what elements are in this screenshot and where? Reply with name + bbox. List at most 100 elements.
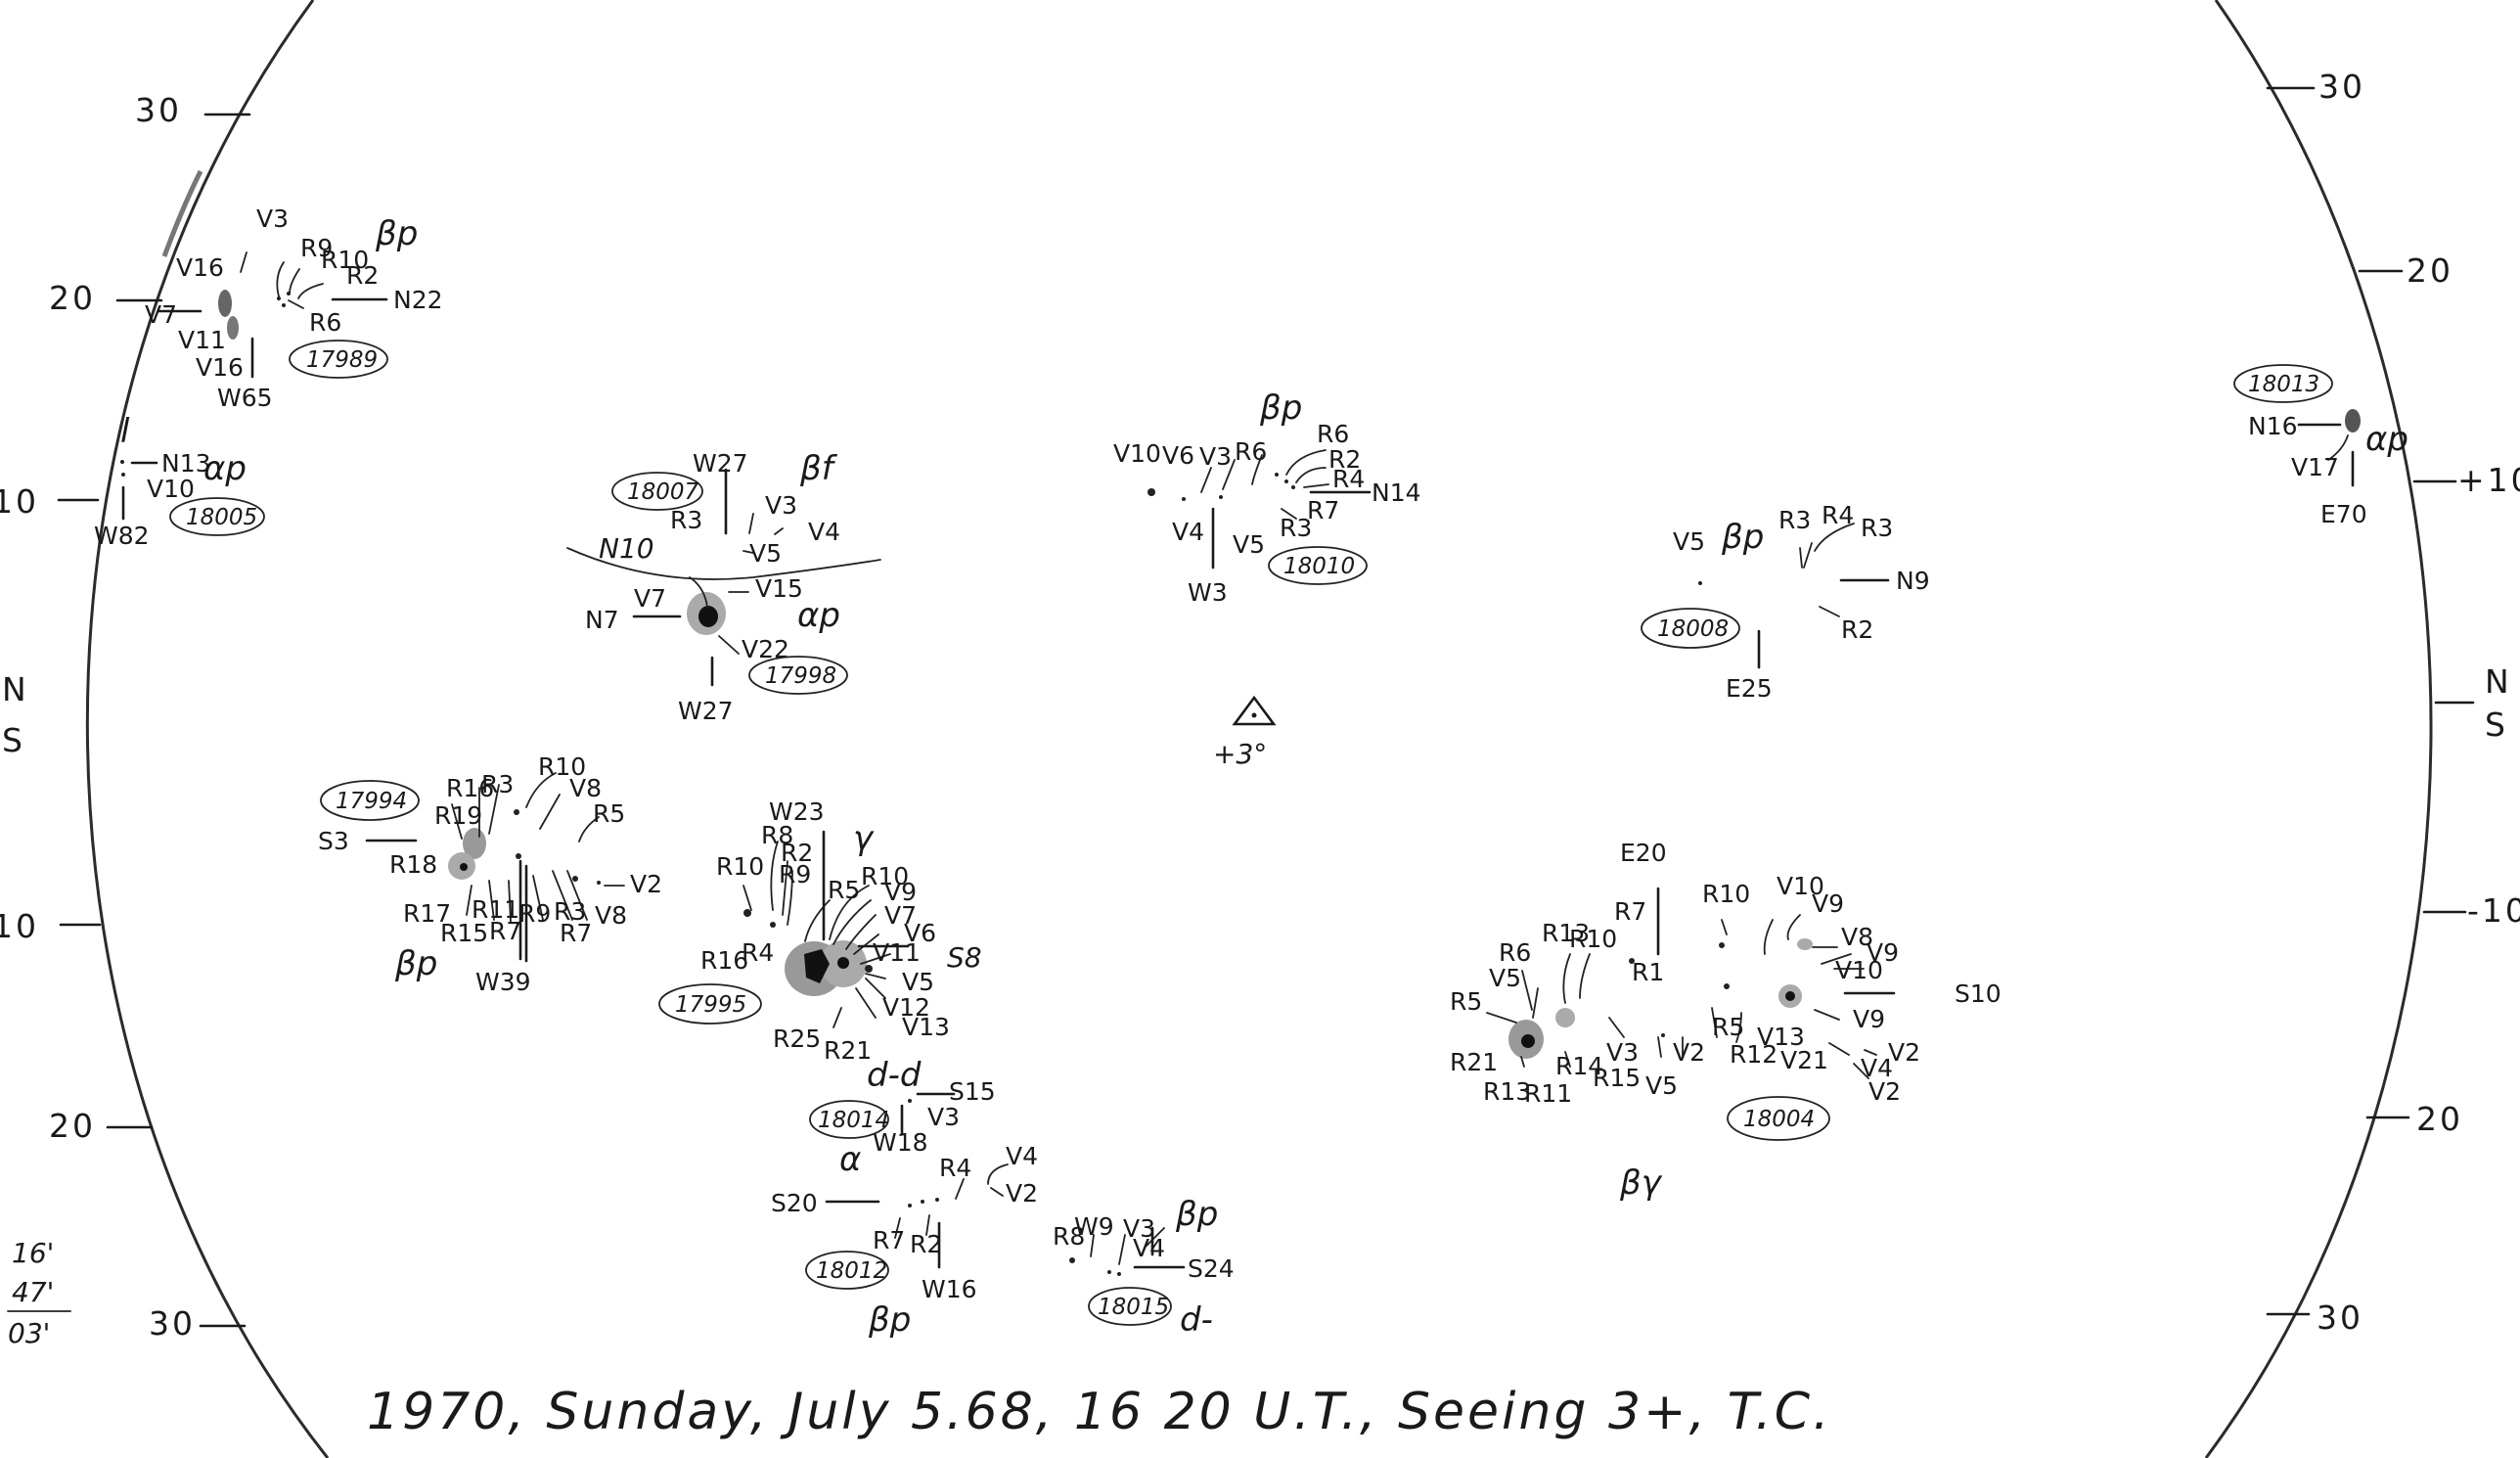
spot-v5: V5 (1673, 527, 1705, 556)
spot-v2: V2 (630, 870, 662, 898)
spot-r13: R13 (1542, 919, 1590, 947)
region-latitude: S10 (1955, 980, 2002, 1008)
region-18014: d-d S15 V3 W18 α 18014 (809, 1056, 996, 1179)
right-tick-30-south: 30 (2317, 1299, 2363, 1337)
region-longitude: W16 (922, 1275, 977, 1303)
region-18010: V10 V6 V3 R6 R6 R2 R4 R7 R3 V4 V5 βp N14… (1113, 388, 1421, 607)
region-number: 18014 (818, 1108, 889, 1133)
region-longitude: W18 (873, 1128, 928, 1157)
region-latitude: N13 (161, 449, 211, 478)
corner-angle-1: 16' (12, 1237, 54, 1269)
region-class: βp (1175, 1195, 1218, 1234)
right-side-label-n: N (2485, 662, 2512, 701)
spot-r6-b: R6 (1317, 420, 1349, 448)
left-tick-20-north: 20 (49, 279, 96, 317)
spot-r10-b: R10 (1569, 925, 1617, 953)
region-17994: 17994 S3 R16 R3 R10 V8 R19 R5 R18 V2 R17… (318, 752, 662, 996)
spot-r18: R18 (389, 850, 437, 879)
spot-v4: V4 (1006, 1142, 1038, 1170)
spot-r2: R2 (910, 1230, 942, 1258)
spot-v16-b: V16 (196, 353, 244, 382)
spot-r21: R21 (1450, 1048, 1498, 1076)
region-class: βp (1259, 388, 1302, 428)
spot-r5: R5 (1450, 987, 1482, 1016)
spot-r2: R2 (781, 839, 813, 867)
region-latitude: S3 (318, 827, 349, 855)
spot-v2-b: V2 (1888, 1038, 1920, 1067)
spot-r8: R8 (1053, 1222, 1085, 1251)
region-18008: V5 βp R3 R4 R3 N9 R2 E25 18008 (1641, 501, 1930, 703)
region-number: 18012 (816, 1258, 887, 1284)
spot-v9: V9 (1812, 889, 1844, 918)
spot-r5: R5 (828, 876, 860, 904)
spot-v7: V7 (634, 584, 666, 613)
spot-v17: V17 (2291, 453, 2339, 481)
region-18012: S20 R4 V4 V2 R7 R2 18012 βp W16 (771, 1142, 1038, 1340)
left-tick-10-north: 10 (0, 482, 39, 521)
region-number: 18007 (627, 479, 699, 505)
spot-v4: V4 (1133, 1234, 1165, 1262)
spot-r7: R7 (1307, 496, 1339, 524)
spot-v2: V2 (1006, 1179, 1038, 1207)
spot-r3: R3 (481, 770, 514, 798)
spot-r13-b: R13 (1483, 1077, 1531, 1106)
region-longitude: W23 (769, 797, 825, 826)
region-latitude: S24 (1188, 1254, 1235, 1283)
spot-v5: V5 (749, 539, 782, 568)
spot-r16: R16 (446, 774, 494, 802)
spot-l: l (120, 412, 130, 451)
spot-r7: R7 (1614, 897, 1646, 926)
spot-r14: R14 (1555, 1052, 1603, 1080)
spot-v10: V10 (1113, 439, 1161, 468)
spot-r2: R2 (1841, 615, 1873, 644)
region-latitude: N22 (393, 286, 443, 314)
spot-r10: R10 (1702, 880, 1750, 908)
spot-v3: V3 (1199, 442, 1232, 471)
region-latitude: N14 (1372, 478, 1421, 507)
region-17989: V3 V16 V7 V11 V16 R9 R10 R2 R6 βp N22 W6… (145, 205, 443, 412)
spot-r16: R16 (700, 946, 748, 975)
limb-shading (161, 169, 203, 257)
spot-r8: R8 (761, 821, 793, 849)
region-longitude: W82 (94, 522, 150, 550)
right-tick-10-south: -10 (2467, 891, 2520, 930)
region-latitude: S15 (949, 1077, 996, 1106)
region-longitude: E20 (1620, 839, 1667, 867)
left-side-label-n: N (2, 670, 29, 708)
region-class: βp (375, 214, 418, 253)
spot-r21: R21 (824, 1036, 872, 1065)
region-class: α (839, 1140, 861, 1179)
region-class: βp (394, 944, 437, 983)
left-tick-20-south: 20 (49, 1107, 96, 1145)
spot-r5-b: R5 (1712, 1013, 1744, 1041)
spot-v3: V3 (1123, 1214, 1155, 1243)
disk-center-mark: +3° (1213, 695, 1277, 770)
spot-v9-c: V9 (1853, 1005, 1885, 1033)
region-latitude: N10 (599, 532, 654, 565)
region-longitude: E25 (1726, 674, 1773, 703)
spot-r5: R5 (593, 799, 625, 828)
spot-r12: R12 (1730, 1040, 1778, 1069)
left-tick-10-south: 10 (0, 907, 39, 945)
spot-r17: R17 (403, 899, 451, 928)
spot-v5-b: V5 (1645, 1071, 1678, 1100)
spot-v4: V4 (1861, 1054, 1893, 1082)
spot-r6: R6 (1499, 938, 1531, 967)
region-latitude: N7 (585, 606, 619, 634)
spot-r10: R10 (538, 752, 586, 781)
spot-r9: R9 (779, 860, 811, 888)
spot-r11: R11 (1524, 1079, 1572, 1108)
left-latitude-scale: 30 20 10 N S 10 20 30 16' 47' 03' (0, 91, 251, 1349)
solar-limb-left (85, 0, 330, 1458)
region-17998: N7 V7 V15 V22 αp W27 17998 (585, 574, 848, 725)
region-class: βp (868, 1300, 911, 1340)
region-number: 17995 (675, 992, 746, 1018)
spot-v21: V21 (1780, 1046, 1828, 1074)
spot-r3: R3 (1778, 506, 1811, 534)
spot-r1: R1 (1632, 958, 1664, 986)
region-class: γ (853, 819, 875, 858)
region-longitude: W65 (217, 384, 273, 412)
region-number: 18015 (1098, 1295, 1169, 1320)
region-number: 18013 (2248, 372, 2319, 397)
